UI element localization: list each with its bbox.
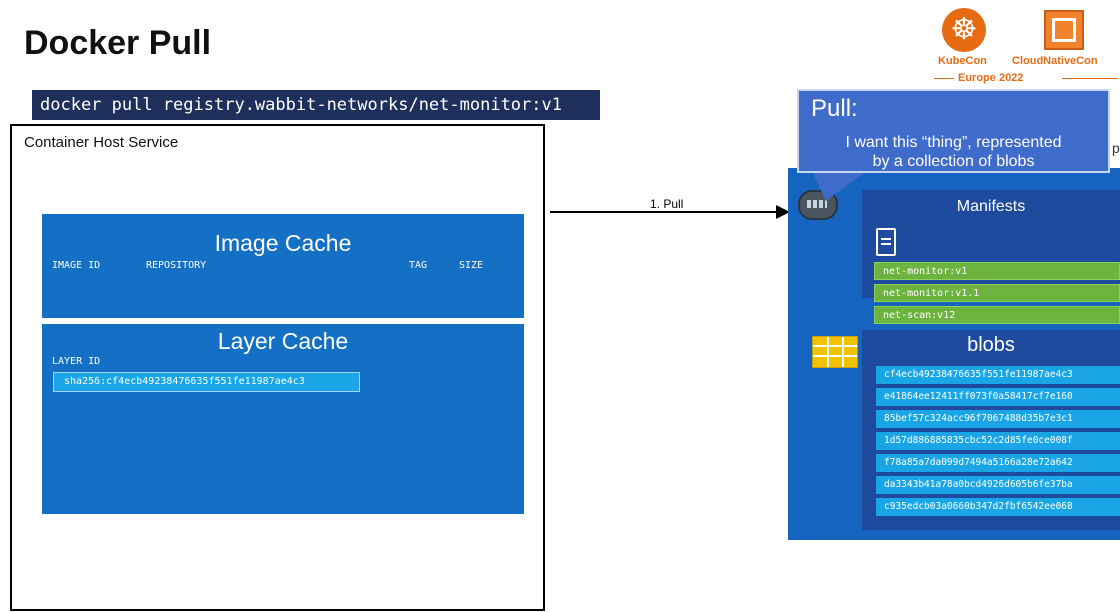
layer-cache-title: Layer Cache [217,328,349,354]
blob-item: 85bef57c324acc96f7067488d35b7e3c1 [876,410,1120,428]
column-repository: REPOSITORY [146,260,207,271]
pull-arrow-label: 1. Pull [650,197,684,211]
manifest-tag: net-monitor:v1.1 [874,284,1120,302]
manifests-title: Manifests [956,198,1026,215]
host-label: Container Host Service [24,134,179,151]
layer-cache: Layer Cache LAYER ID sha256:cf4ecb492384… [42,324,524,514]
image-cache-title: Image Cache [214,230,352,256]
callout-title: Pull: [811,95,858,122]
manifests-panel: Manifests net-monitor:v1 net-monitor:v1.… [862,190,1120,324]
layer-item: sha256:cf4ecb49238476635f551fe11987ae4c3 [53,372,360,392]
pull-callout: Pull: I want this “thing”, represented b… [797,89,1110,173]
column-layer-id: LAYER ID [52,356,101,367]
pull-arrow [550,211,778,213]
column-tag: TAG [409,260,428,271]
manifest-tag: net-monitor:v1 [874,262,1120,280]
blob-item: da3343b41a78a0bcd4926d605b6fe37ba [876,476,1120,494]
manifest-tag: net-scan:v12 [874,306,1120,324]
cloudnativecon-label: CloudNativeCon [1012,55,1098,67]
column-image-id: IMAGE ID [52,260,101,271]
logo-rule-right [1062,78,1118,79]
callout-tail [812,171,866,201]
logo-rule-left [934,78,954,79]
blobs-panel: blobs cf4ecb49238476635f551fe11987ae4c3 … [862,330,1120,530]
blob-item: 1d57d886885835cbc52c2d85fe0ce008f [876,432,1120,450]
pull-arrow-head [776,205,790,219]
blobs-title: blobs [967,334,1015,356]
document-icon [876,228,896,256]
kubecon-label: KubeCon [938,55,987,67]
blob-item: cf4ecb49238476635f551fe11987ae4c3 [876,366,1120,384]
callout-body-line: I want this “thing”, represented [845,134,1062,151]
blob-storage-icon [812,336,858,368]
container-host-service: Container Host Service Image Cache IMAGE… [10,124,545,611]
registry: Manifests net-monitor:v1 net-monitor:v1.… [788,168,1120,540]
kubecon-logo-icon [942,8,986,52]
column-size: SIZE [459,260,484,271]
docker-command: docker pull registry.wabbit-networks/net… [32,90,600,120]
callout-body: I want this “thing”, represented by a co… [799,133,1108,171]
slide-title: Docker Pull [24,24,212,62]
callout-overflow-text: p [1112,140,1120,156]
image-cache: Image Cache IMAGE ID REPOSITORY TAG SIZE [42,214,524,318]
blob-item: f78a85a7da099d7494a5166a28e72a642 [876,454,1120,472]
blob-item: c935edcb03a0660b347d2fbf6542ee068 [876,498,1120,516]
cloudnativecon-logo-icon [1044,10,1084,50]
blob-item: e41864ee12411ff073f0a58417cf7e160 [876,388,1120,406]
event-label: Europe 2022 [958,72,1024,84]
callout-body-line: by a collection of blobs [872,153,1035,170]
